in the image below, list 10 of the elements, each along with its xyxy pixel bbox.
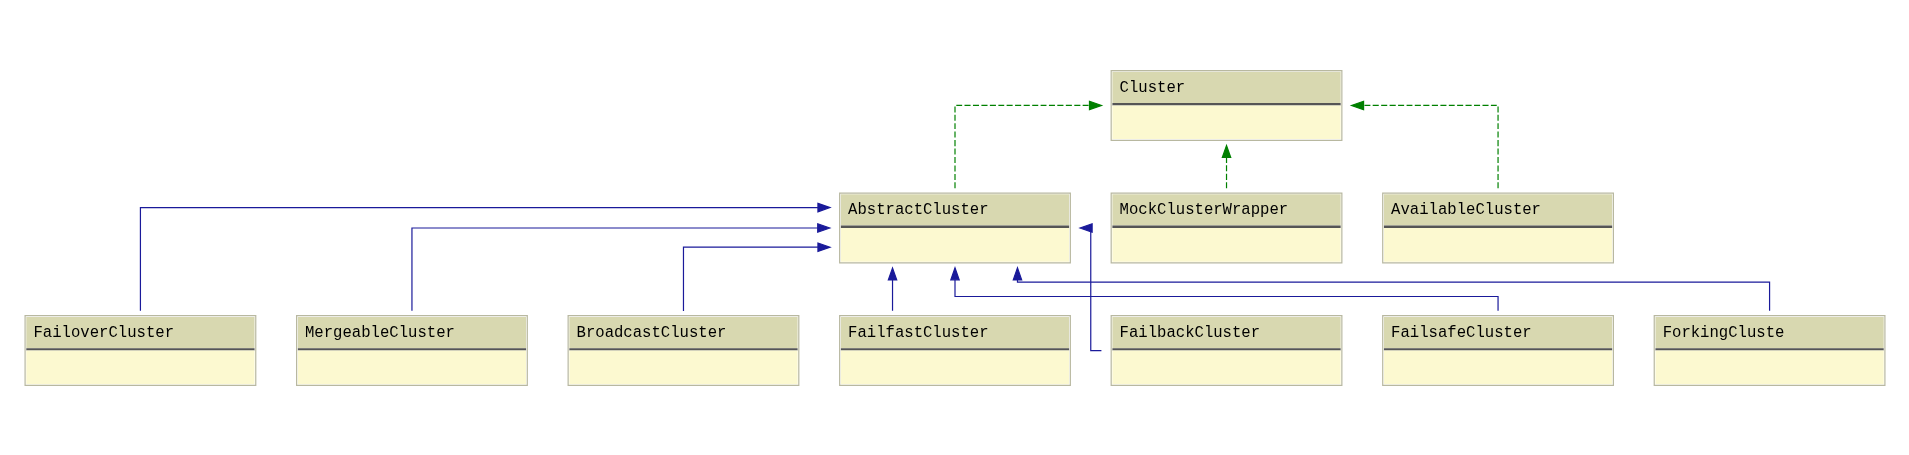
- arrow: [949, 265, 1499, 311]
- arrow: [1349, 99, 1499, 189]
- arrow: [1220, 143, 1232, 189]
- arrow: [139, 202, 832, 311]
- arrow: [953, 99, 1103, 189]
- arrow: [410, 222, 832, 311]
- arrow: [682, 241, 832, 311]
- arrow: [1077, 222, 1102, 351]
- arrow: [1011, 265, 1770, 311]
- arrow: [886, 265, 898, 311]
